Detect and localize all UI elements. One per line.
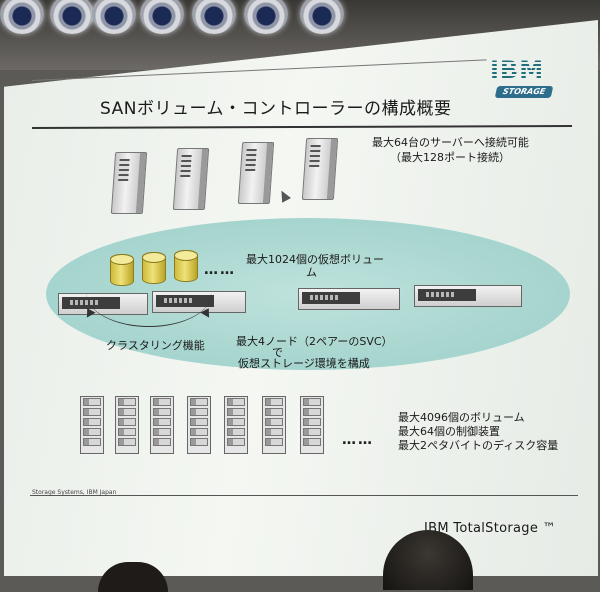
logo-brand: IBM — [490, 56, 545, 84]
nodes-note-1: 最大4ノード（2ペアーのSVC） — [236, 335, 393, 348]
cluster-link — [86, 286, 212, 327]
storage-note-2: 最大64個の制御装置 — [398, 425, 500, 438]
disk-icon — [174, 250, 198, 282]
server-icon — [172, 148, 210, 210]
stage-light — [92, 0, 136, 34]
svc-node — [298, 288, 400, 310]
svc-node — [414, 285, 522, 307]
more-indicator: …… — [342, 432, 374, 448]
stage-light — [244, 0, 288, 34]
clustering-label: クラスタリング機能 — [106, 339, 205, 352]
volumes-note-2: ム — [306, 266, 317, 279]
divider — [30, 495, 578, 496]
storage-note-1: 最大4096個のボリューム — [398, 411, 525, 424]
disk-icon — [142, 252, 166, 284]
stage-light — [50, 0, 94, 34]
nodes-note-3: 仮想ストレージ環境を構成 — [238, 357, 370, 370]
storage-note-3: 最大2ペタバイトのディスク容量 — [398, 439, 559, 452]
footer-credit: Storage Systems, IBM Japan — [32, 489, 117, 496]
disk-icon — [110, 254, 134, 286]
storage-unit — [187, 396, 211, 454]
servers-note-1: 最大64台のサーバーへ接続可能 — [372, 136, 529, 149]
storage-unit — [80, 396, 104, 454]
server-icon — [301, 138, 339, 200]
logo-sub: STORAGE — [494, 86, 554, 98]
stage-light — [192, 0, 236, 34]
storage-unit — [262, 396, 286, 454]
volumes-note-1: 最大1024個の仮想ボリュー — [246, 253, 384, 266]
storage-unit — [150, 396, 174, 454]
nodes-note-2: で — [272, 346, 283, 359]
storage-unit — [224, 396, 248, 454]
stage-light — [140, 0, 184, 34]
ibm-storage-logo: IBM STORAGE — [488, 56, 554, 100]
server-icon — [237, 142, 275, 204]
more-indicator: …… — [204, 262, 236, 278]
stage-light — [300, 0, 344, 34]
servers-note-2: （最大128ポート接続） — [390, 151, 510, 164]
stage-light — [0, 0, 44, 34]
storage-unit — [300, 396, 324, 454]
server-icon — [110, 152, 148, 214]
page-title: SANボリューム・コントローラーの構成概要 — [100, 99, 452, 119]
footer-brand: IBM TotalStorage ™ — [424, 521, 556, 536]
storage-unit — [115, 396, 139, 454]
